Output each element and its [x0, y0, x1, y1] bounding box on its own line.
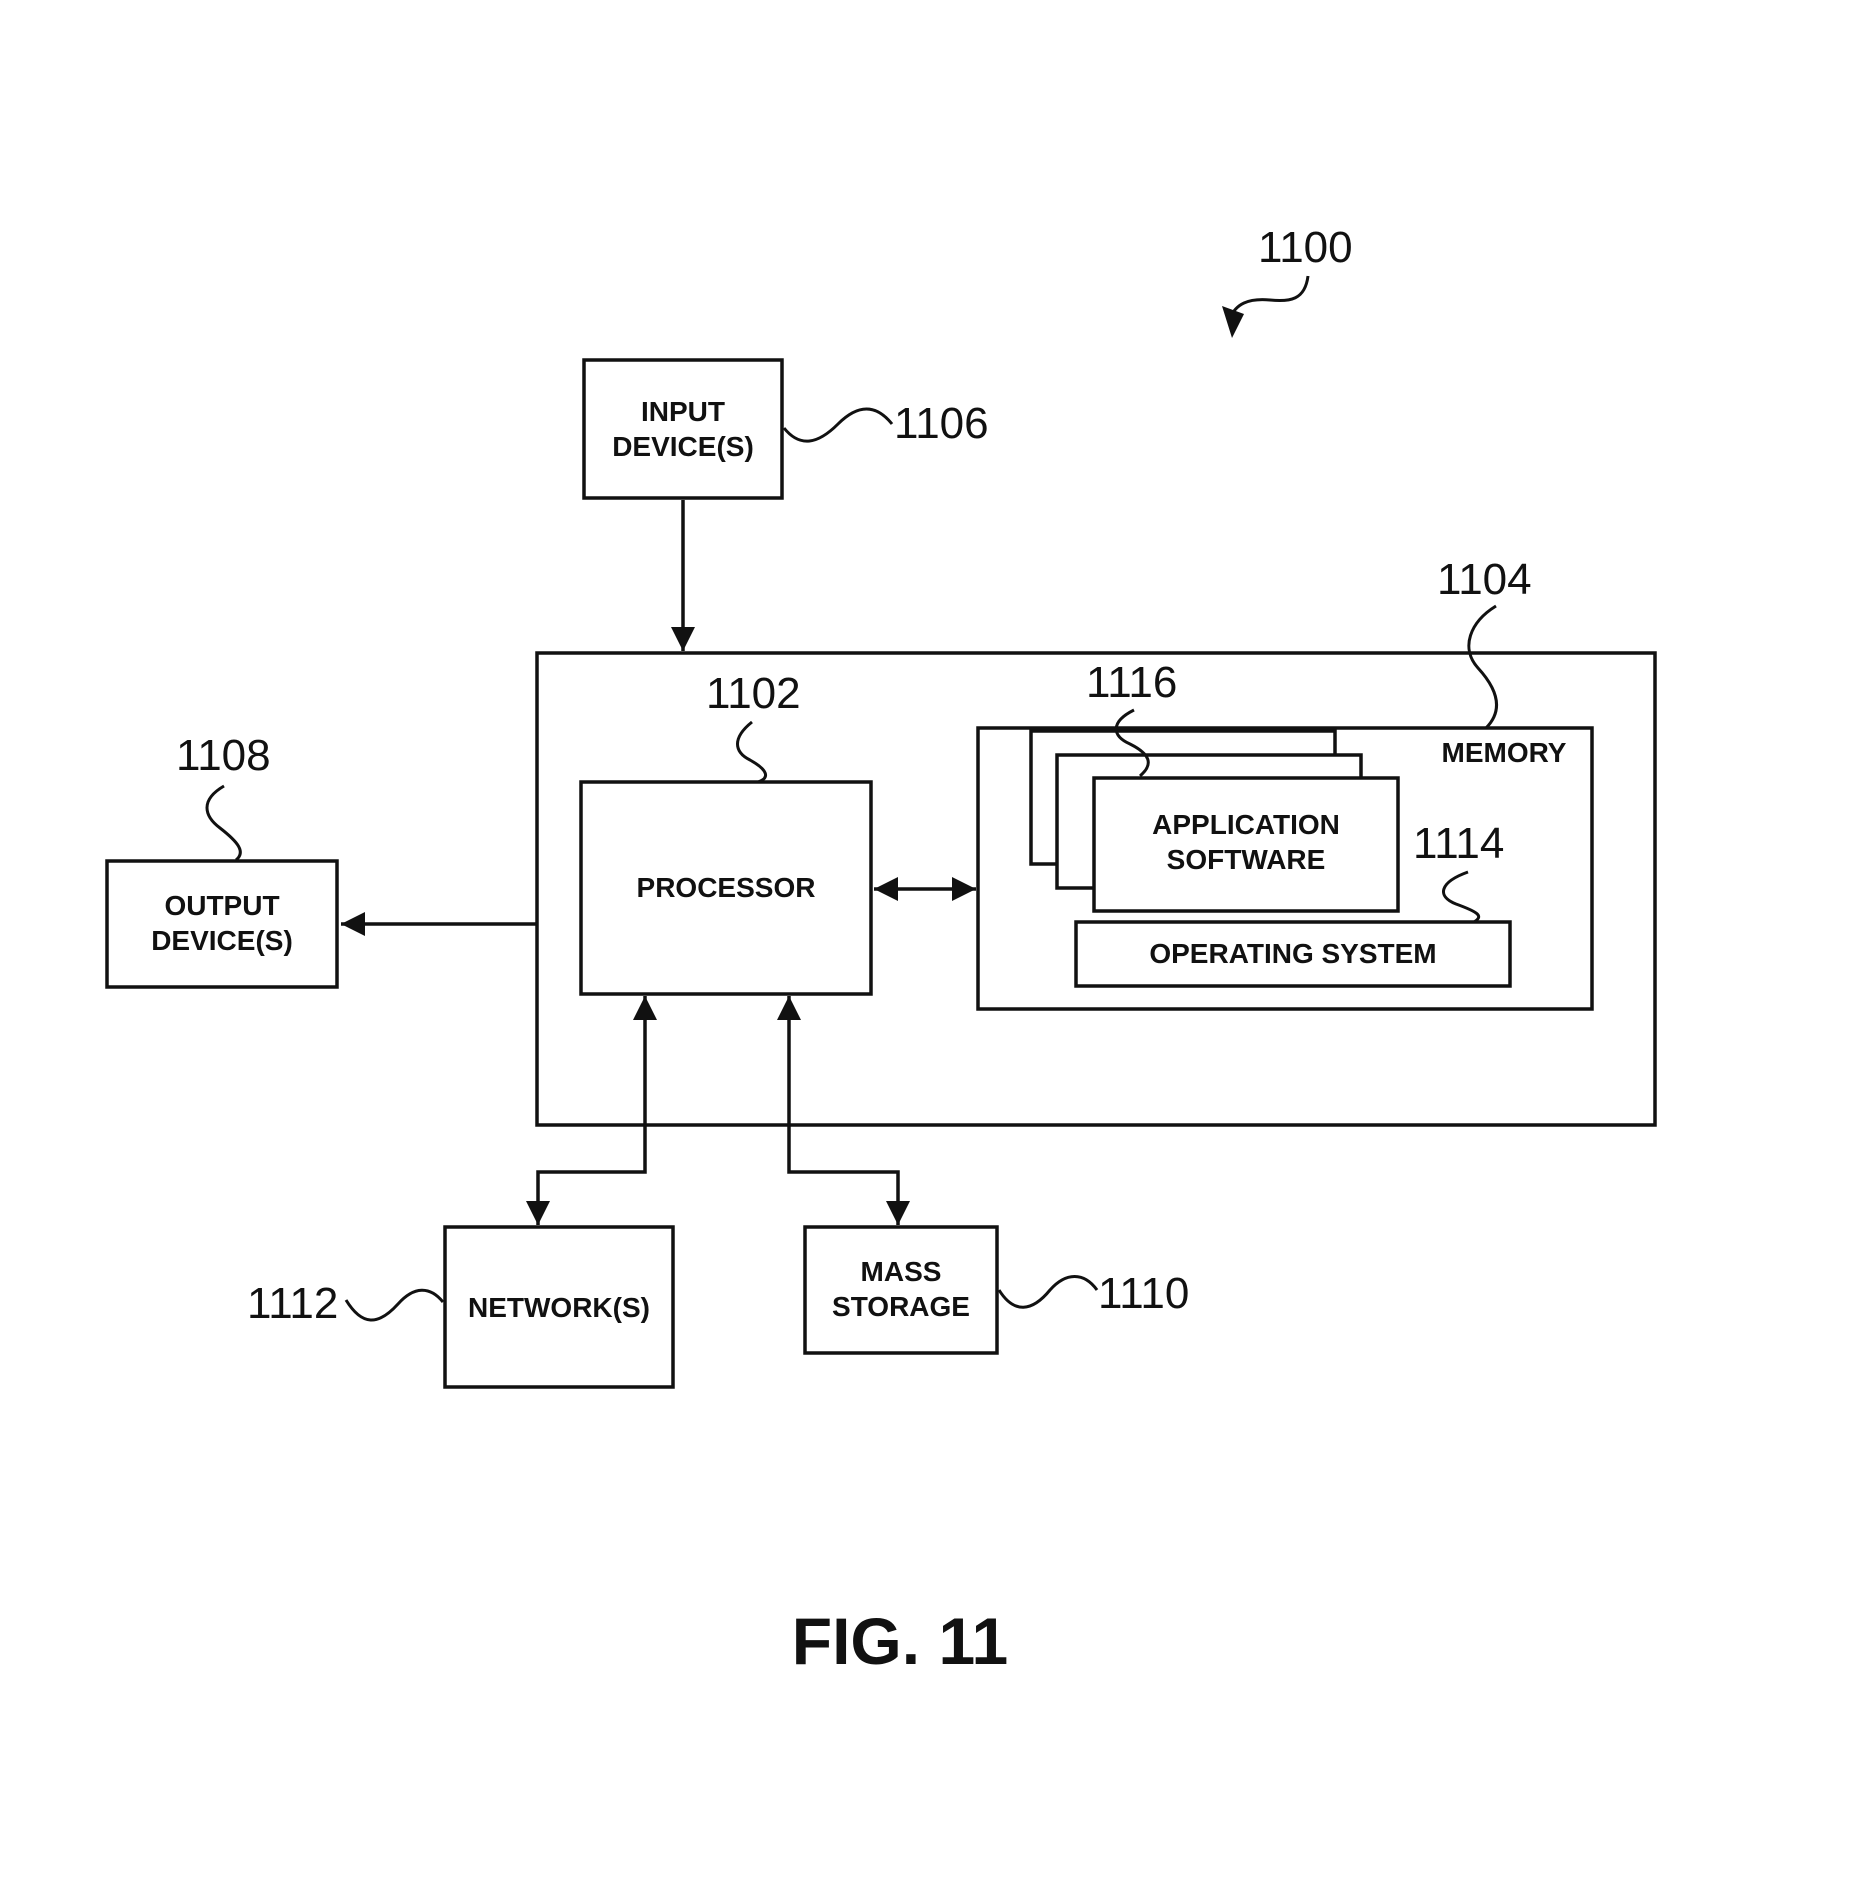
- memory-ref-label: 1104: [1437, 555, 1532, 604]
- system-ref-arrowhead: [1222, 306, 1244, 338]
- operating-system-block: OPERATING SYSTEM: [1074, 920, 1512, 988]
- network-ref-leader: [344, 1288, 445, 1322]
- mass-storage-label-line1: MASS: [861, 1256, 942, 1287]
- application-software-block: APPLICATION SOFTWARE: [1092, 776, 1400, 913]
- processor-label: PROCESSOR: [637, 872, 816, 903]
- operating-system-label: OPERATING SYSTEM: [1149, 938, 1436, 969]
- application-label-line1: APPLICATION: [1152, 809, 1340, 840]
- output-ref-leader: [205, 784, 242, 862]
- input-ref-leader: [782, 407, 894, 443]
- output-ref-label: 1108: [176, 731, 271, 780]
- system-ref-leader: [1228, 275, 1310, 319]
- input-devices-label-line2: DEVICE(S): [612, 431, 754, 462]
- processor-storage-arrow: [777, 996, 910, 1225]
- processor-ref-label: 1102: [706, 669, 801, 718]
- input-ref-label: 1106: [894, 399, 989, 448]
- application-ref-label: 1116: [1086, 658, 1177, 707]
- processor-network-arrow: [526, 996, 657, 1225]
- system-ref-label: 1100: [1258, 223, 1353, 272]
- figure-caption: FIG. 11: [792, 1604, 1008, 1678]
- mass-storage-label-line2: STORAGE: [832, 1291, 970, 1322]
- os-ref-leader: [1442, 870, 1480, 924]
- memory-label: MEMORY: [1442, 737, 1567, 768]
- input-devices-label-line1: INPUT: [641, 396, 725, 427]
- network-ref-label: 1112: [247, 1279, 338, 1328]
- network-label: NETWORK(S): [468, 1292, 650, 1323]
- output-devices-block: OUTPUT DEVICE(S): [105, 859, 339, 989]
- application-label-line2: SOFTWARE: [1167, 844, 1326, 875]
- application-ref-leader: [1114, 708, 1150, 778]
- storage-ref-label: 1110: [1098, 1269, 1189, 1318]
- memory-ref-leader: [1467, 604, 1498, 730]
- output-devices-label-line2: DEVICE(S): [151, 925, 293, 956]
- processor-block: PROCESSOR: [579, 780, 873, 996]
- storage-ref-leader: [997, 1275, 1099, 1309]
- network-block: NETWORK(S): [443, 1225, 675, 1389]
- output-devices-label-line1: OUTPUT: [164, 890, 279, 921]
- processor-ref-leader: [736, 720, 767, 784]
- mass-storage-block: MASS STORAGE: [803, 1225, 999, 1355]
- os-ref-label: 1114: [1413, 819, 1504, 868]
- input-devices-block: INPUT DEVICE(S): [582, 358, 784, 500]
